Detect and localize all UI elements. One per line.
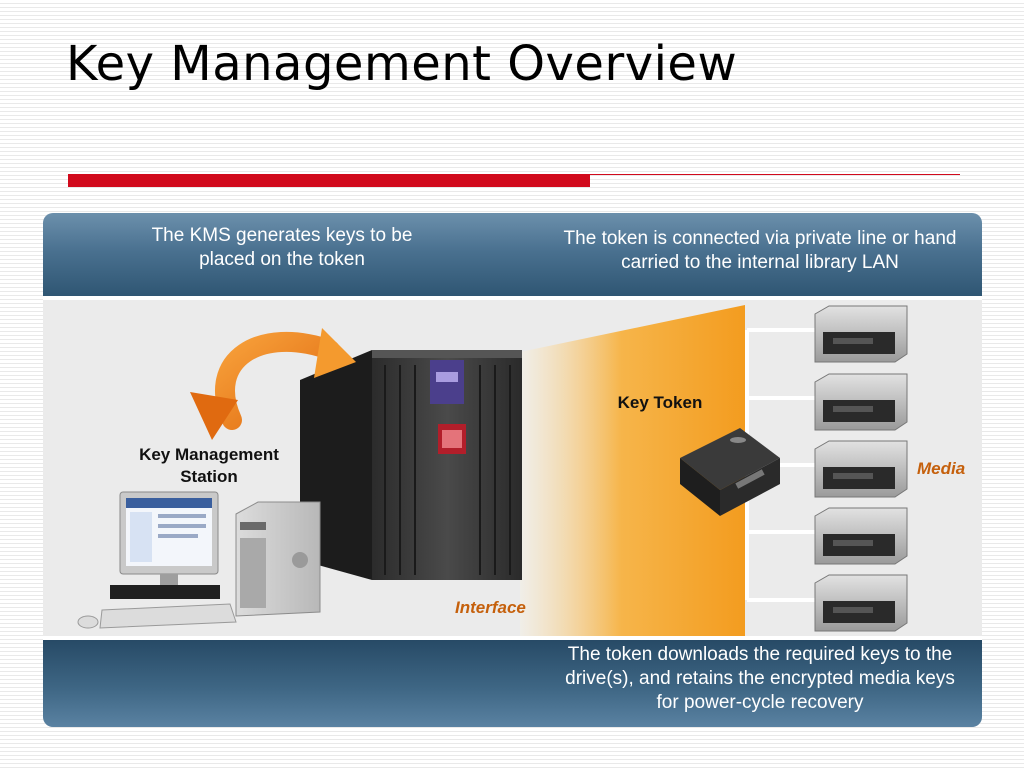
keyboard-icon (77, 585, 237, 629)
tape-drive-icon (814, 305, 908, 363)
connection-beam (520, 305, 745, 636)
label-key-management-station: Key Management Station (139, 445, 279, 486)
caption-bottom-right: The token downloads the required keys to… (565, 644, 955, 713)
key-token-device-icon (680, 428, 780, 516)
drive-connector-lines (745, 328, 820, 602)
server-tower-icon (235, 501, 321, 617)
computer-monitor-icon (119, 491, 219, 586)
media-drives (814, 305, 908, 632)
caption-top-left: The KMS generates keys to be placed on t… (151, 225, 413, 270)
bottom-caption-band (43, 640, 982, 727)
slide-title: Key Management Overview (66, 36, 738, 92)
divider-stripe (43, 296, 982, 300)
caption-top-right: The token is connected via private line … (563, 228, 957, 273)
label-key-token: Key Token (617, 393, 703, 412)
label-interface: Interface (455, 598, 526, 617)
tape-drive-icon (814, 440, 908, 498)
curved-arrow-icon (190, 328, 356, 440)
label-media: Media (917, 459, 966, 478)
title-rule-thick (68, 174, 590, 187)
tape-drive-icon (814, 507, 908, 565)
tape-drive-icon (814, 373, 908, 431)
tape-drive-icon (814, 574, 908, 632)
title-rule-thin (590, 174, 960, 175)
top-caption-band (43, 213, 982, 296)
tape-library-icon (300, 350, 522, 580)
divider-stripe (43, 636, 982, 640)
